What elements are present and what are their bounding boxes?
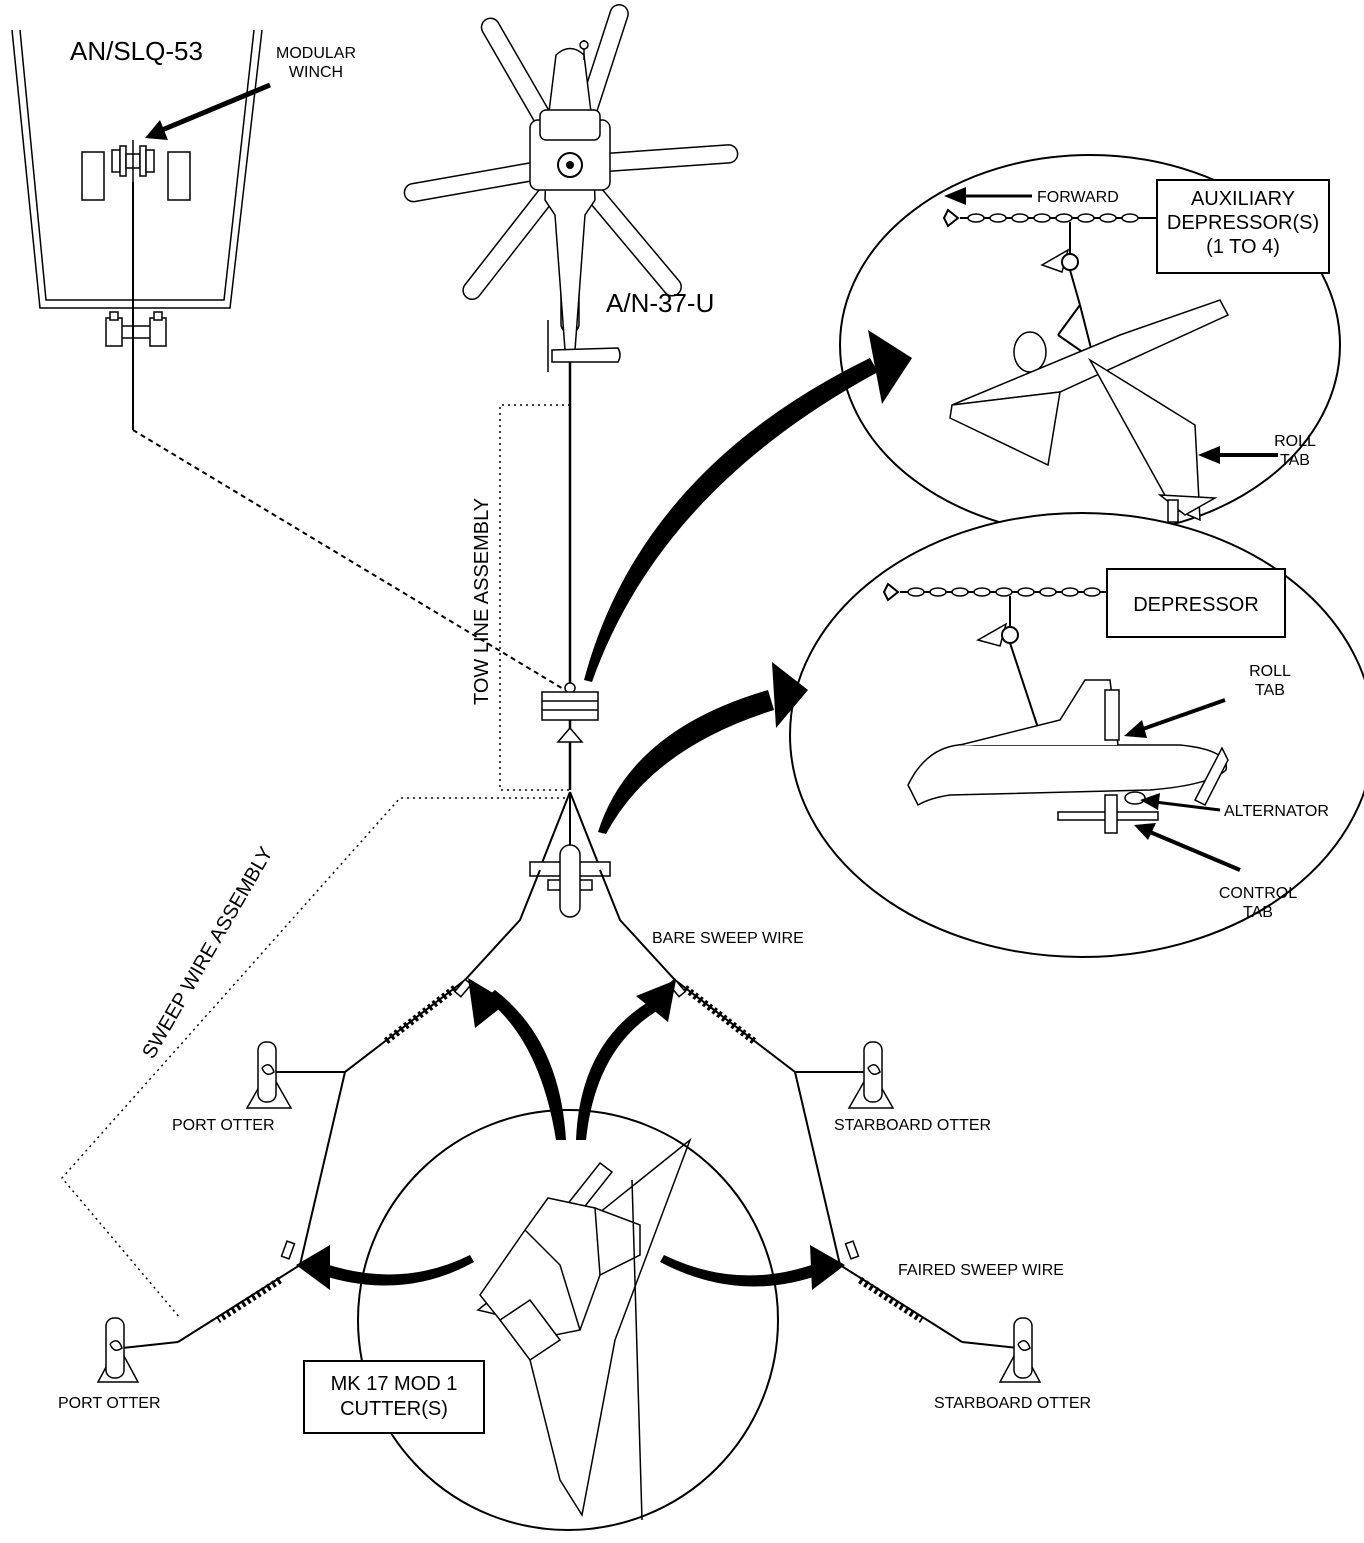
faired-sections <box>216 985 924 1323</box>
depressor-label-box <box>1106 568 1286 638</box>
ship-outline <box>11 29 263 309</box>
arrow-cutter-up-right <box>576 980 676 1140</box>
alternator-label: ALTERNATOR <box>1224 803 1329 820</box>
control-tab-arrow <box>1134 823 1241 872</box>
arrow-to-depressor <box>598 662 808 834</box>
roll-tab-2-arrow <box>1124 698 1226 738</box>
starboard-otter-2-label: STARBOARD OTTER <box>934 1395 1091 1412</box>
aux-depressor-chain <box>942 208 1158 228</box>
arrow-cutter-up-left <box>468 978 566 1140</box>
depressor-detail-icon <box>907 596 1229 834</box>
roll-tab-1-arrow <box>1198 446 1278 464</box>
forward-arrow <box>944 187 1032 205</box>
aux-depressor-icon <box>949 222 1230 523</box>
aux-depressor-label-box <box>1156 179 1330 274</box>
starboard-otter-2-icon <box>998 1317 1042 1383</box>
alternator-arrow <box>1140 793 1221 812</box>
port-otter-2-icon <box>96 1317 140 1383</box>
ship-label: AN/SLQ-53 <box>70 36 203 66</box>
forward-label: FORWARD <box>1037 189 1119 206</box>
tow-line-assembly-bracket <box>499 404 570 791</box>
faired-sweep-wire-label: FAIRED SWEEP WIRE <box>898 1262 1064 1279</box>
cutter-label-box <box>303 1360 485 1434</box>
tow-line-assembly-label: TOW LINE ASSEMBLY <box>471 498 493 705</box>
depressor-label: DEPRESSOR <box>1133 594 1259 616</box>
sweep-wire-assembly-label: SWEEP WIRE ASSEMBLY <box>138 843 277 1062</box>
starboard-otter-1-label: STARBOARD OTTER <box>834 1117 991 1134</box>
tow-line-fitting <box>541 682 599 743</box>
ship-tow-cable-dashed <box>132 429 566 691</box>
arrow-to-aux-depressor <box>584 330 912 682</box>
helicopter-icon <box>403 4 739 372</box>
winch-arrow <box>145 82 271 140</box>
port-otter-2-label: PORT OTTER <box>58 1395 161 1412</box>
starboard-otter-1-icon <box>847 1041 895 1109</box>
stern-rollers <box>105 311 167 347</box>
helicopter-label: A/N-37-U <box>606 288 714 318</box>
cutter-detail-icon <box>476 1137 692 1521</box>
port-otter-1-label: PORT OTTER <box>172 1117 275 1134</box>
port-otter-1-icon <box>245 1041 293 1109</box>
modular-winch-icon <box>111 140 155 182</box>
arrow-cutter-right <box>660 1245 845 1290</box>
depressor-icon <box>529 791 611 918</box>
bare-sweep-wire-label: BARE SWEEP WIRE <box>652 930 804 947</box>
arrow-cutter-left <box>296 1245 474 1290</box>
cutter-markers <box>280 978 860 1260</box>
depressor-chain <box>882 582 1108 602</box>
